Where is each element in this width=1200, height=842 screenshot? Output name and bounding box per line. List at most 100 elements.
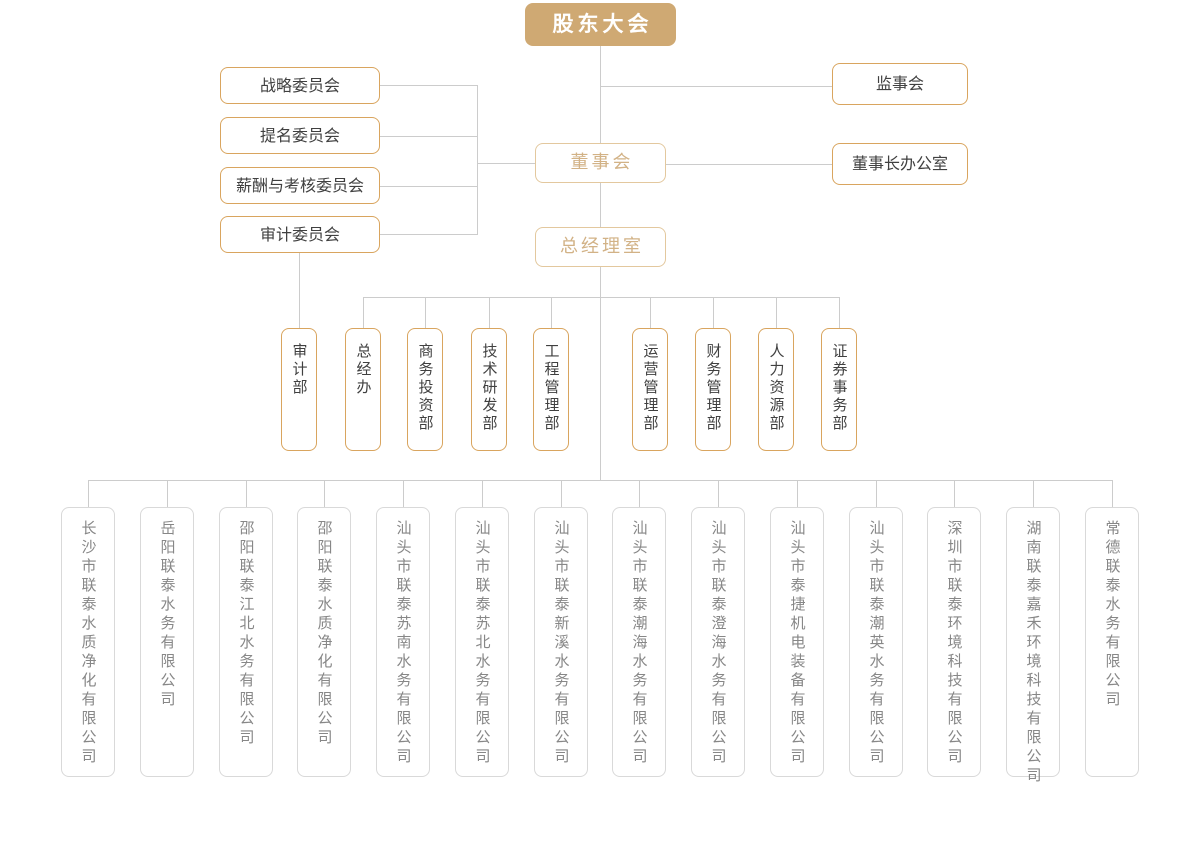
- connector-line: [380, 234, 477, 235]
- node-label: 深圳市联泰环境科技有限公司: [945, 520, 964, 767]
- node-sub-shaoyang-purification: 邵阳联泰水质净化有限公司: [297, 507, 351, 777]
- node-sub-shenzhen-environment: 深圳市联泰环境科技有限公司: [927, 507, 981, 777]
- connector-line: [299, 253, 300, 328]
- node-sub-shaoyang-jiangbei: 邵阳联泰江北水务有限公司: [219, 507, 273, 777]
- node-gm-office: 总经理室: [535, 227, 666, 267]
- node-shareholders-meeting: 股东大会: [525, 3, 676, 46]
- node-label: 汕头市联泰澄海水务有限公司: [709, 520, 728, 767]
- node-label: 汕头市联泰新溪水务有限公司: [552, 520, 571, 767]
- node-label: 薪酬与考核委员会: [235, 175, 364, 195]
- node-committee-nomination: 提名委员会: [220, 117, 380, 154]
- node-chairman-office: 董事长办公室: [832, 143, 968, 185]
- node-sub-shantou-chaoying: 汕头市联泰潮英水务有限公司: [849, 507, 903, 777]
- connector-line: [167, 480, 168, 507]
- connector-line: [88, 480, 1113, 481]
- connector-line: [600, 183, 601, 227]
- node-label: 技术研发部: [480, 343, 499, 433]
- connector-line: [551, 297, 552, 328]
- node-dept-business-investment: 商务投资部: [407, 328, 443, 451]
- connector-line: [425, 297, 426, 328]
- connector-line: [561, 480, 562, 507]
- node-dept-hr: 人力资源部: [758, 328, 794, 451]
- node-label: 董事长办公室: [851, 154, 948, 173]
- node-sub-hunan-jiahe: 湖南联泰嘉禾环境科技有限公司: [1006, 507, 1060, 786]
- connector-line: [482, 480, 483, 507]
- node-dept-securities: 证券事务部: [821, 328, 857, 451]
- node-sub-shantou-chenghai: 汕头市联泰澄海水务有限公司: [691, 507, 745, 777]
- node-label: 常德联泰水务有限公司: [1103, 520, 1122, 710]
- node-label: 人力资源部: [767, 343, 786, 433]
- node-label: 湖南联泰嘉禾环境科技有限公司: [1024, 520, 1043, 786]
- node-label: 战略委员会: [259, 75, 340, 95]
- connector-line: [776, 297, 777, 328]
- connector-line: [713, 297, 714, 328]
- node-dept-tech-rd: 技术研发部: [471, 328, 507, 451]
- node-label: 商务投资部: [416, 343, 435, 433]
- node-sub-changsha-purification: 长沙市联泰水质净化有限公司: [61, 507, 115, 777]
- node-committee-strategy: 战略委员会: [220, 67, 380, 104]
- connector-line: [876, 480, 877, 507]
- node-label: 邵阳联泰江北水务有限公司: [237, 520, 256, 748]
- node-sub-shantou-sunan: 汕头市联泰苏南水务有限公司: [376, 507, 430, 777]
- node-sub-shantou-taijie-equipment: 汕头市泰捷机电装备有限公司: [770, 507, 824, 777]
- node-committee-audit: 审计委员会: [220, 216, 380, 253]
- node-dept-operations: 运营管理部: [632, 328, 668, 451]
- node-label: 股东大会: [552, 12, 653, 36]
- node-label: 岳阳联泰水务有限公司: [158, 520, 177, 710]
- node-dept-finance: 财务管理部: [695, 328, 731, 451]
- node-supervisory-board: 监事会: [832, 63, 968, 105]
- node-label: 审计部: [290, 343, 309, 397]
- node-sub-changde-water: 常德联泰水务有限公司: [1085, 507, 1139, 777]
- connector-line: [324, 480, 325, 507]
- node-board-of-directors: 董事会: [535, 143, 666, 183]
- node-label: 监事会: [875, 74, 924, 93]
- connector-line: [1033, 480, 1034, 507]
- connector-line: [600, 267, 601, 480]
- node-sub-shantou-subei: 汕头市联泰苏北水务有限公司: [455, 507, 509, 777]
- node-dept-gm-admin: 总经办: [345, 328, 381, 451]
- node-label: 长沙市联泰水质净化有限公司: [79, 520, 98, 767]
- node-dept-audit: 审计部: [281, 328, 317, 451]
- node-label: 审计委员会: [259, 224, 340, 244]
- node-label: 邵阳联泰水质净化有限公司: [315, 520, 334, 748]
- connector-line: [477, 163, 535, 164]
- node-label: 工程管理部: [542, 343, 561, 433]
- connector-line: [489, 297, 490, 328]
- connector-line: [650, 297, 651, 328]
- connector-line: [403, 480, 404, 507]
- node-label: 董事会: [570, 152, 634, 173]
- node-label: 汕头市联泰潮海水务有限公司: [630, 520, 649, 767]
- node-label: 提名委员会: [259, 125, 340, 145]
- node-sub-shantou-chaohai: 汕头市联泰潮海水务有限公司: [612, 507, 666, 777]
- connector-line: [718, 480, 719, 507]
- connector-line: [246, 480, 247, 507]
- node-label: 运营管理部: [641, 343, 660, 433]
- connector-line: [666, 164, 832, 165]
- connector-line: [363, 297, 840, 298]
- node-label: 汕头市泰捷机电装备有限公司: [788, 520, 807, 767]
- node-dept-engineering: 工程管理部: [533, 328, 569, 451]
- connector-line: [380, 136, 477, 137]
- node-committee-remuneration: 薪酬与考核委员会: [220, 167, 380, 204]
- node-label: 汕头市联泰苏南水务有限公司: [394, 520, 413, 767]
- connector-line: [797, 480, 798, 507]
- connector-line: [954, 480, 955, 507]
- connector-line: [839, 297, 840, 328]
- connector-line: [88, 480, 89, 507]
- connector-line: [600, 86, 832, 87]
- connector-line: [1112, 480, 1113, 507]
- node-label: 汕头市联泰苏北水务有限公司: [473, 520, 492, 767]
- connector-line: [600, 46, 601, 143]
- node-label: 总经办: [354, 343, 373, 397]
- connector-line: [380, 186, 477, 187]
- node-sub-shantou-xinxi: 汕头市联泰新溪水务有限公司: [534, 507, 588, 777]
- node-label: 汕头市联泰潮英水务有限公司: [867, 520, 886, 767]
- connector-line: [380, 85, 477, 86]
- connector-line: [477, 85, 478, 235]
- node-sub-yueyang-water: 岳阳联泰水务有限公司: [140, 507, 194, 777]
- node-label: 财务管理部: [704, 343, 723, 433]
- node-label: 证券事务部: [830, 343, 849, 433]
- connector-line: [639, 480, 640, 507]
- connector-line: [363, 297, 364, 328]
